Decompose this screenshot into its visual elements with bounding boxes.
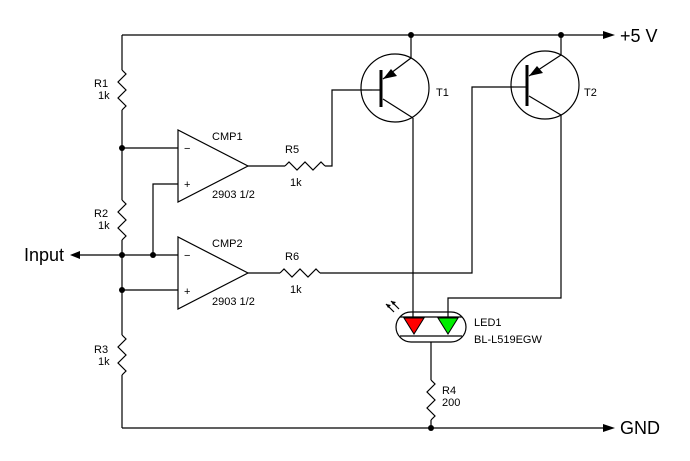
cmp2-part: 2903 1/2	[212, 296, 255, 308]
cmp1-comparator	[177, 129, 250, 203]
cmp2-comparator	[177, 236, 250, 310]
junction-dot	[558, 32, 564, 38]
gnd-label: GND	[620, 418, 660, 438]
r2-resistor	[117, 199, 127, 241]
r4-resistor	[426, 379, 436, 421]
led-green-diode	[437, 317, 459, 335]
input-label: Input	[24, 245, 64, 265]
t2-ref: T2	[584, 87, 597, 99]
r6-value: 1k	[290, 284, 302, 296]
cmp2-minus: −	[184, 250, 190, 262]
r2-value: 1k	[98, 220, 110, 232]
r5-resistor	[284, 161, 326, 171]
r2-ref: R2	[94, 208, 108, 220]
vcc-label: +5 V	[620, 26, 658, 46]
light-emission-icon	[385, 300, 400, 313]
junction-dot	[428, 425, 434, 431]
cmp1-part: 2903 1/2	[212, 189, 255, 201]
led1-part: BL-L519EGW	[474, 334, 542, 346]
led1-package	[395, 311, 467, 343]
r3-value: 1k	[98, 356, 110, 368]
cmp2-plus: +	[184, 286, 190, 298]
cmp1-ref: CMP1	[212, 131, 243, 143]
r4-ref: R4	[442, 385, 456, 397]
cmp2-ref: CMP2	[212, 238, 243, 250]
r5-value: 1k	[290, 177, 302, 189]
t1-transistor	[360, 53, 430, 123]
r4-value: 200	[442, 397, 460, 409]
cmp1-plus: +	[184, 179, 190, 191]
r3-ref: R3	[94, 344, 108, 356]
t2-transistor	[510, 50, 580, 120]
vcc-rail	[122, 31, 615, 39]
r3-resistor	[117, 334, 127, 376]
r5-ref: R5	[285, 144, 299, 156]
t1-ref: T1	[436, 87, 449, 99]
led1-ref: LED1	[474, 317, 502, 329]
input-wire	[70, 251, 178, 259]
junction-dot	[408, 32, 414, 38]
r1-value: 1k	[98, 90, 110, 102]
cmp1-minus: −	[184, 143, 190, 155]
r6-resistor	[279, 268, 321, 278]
r1-resistor	[117, 69, 127, 111]
r1-ref: R1	[94, 78, 108, 90]
r6-ref: R6	[285, 251, 299, 263]
gnd-rail	[122, 424, 615, 432]
led-red-diode	[403, 317, 425, 335]
